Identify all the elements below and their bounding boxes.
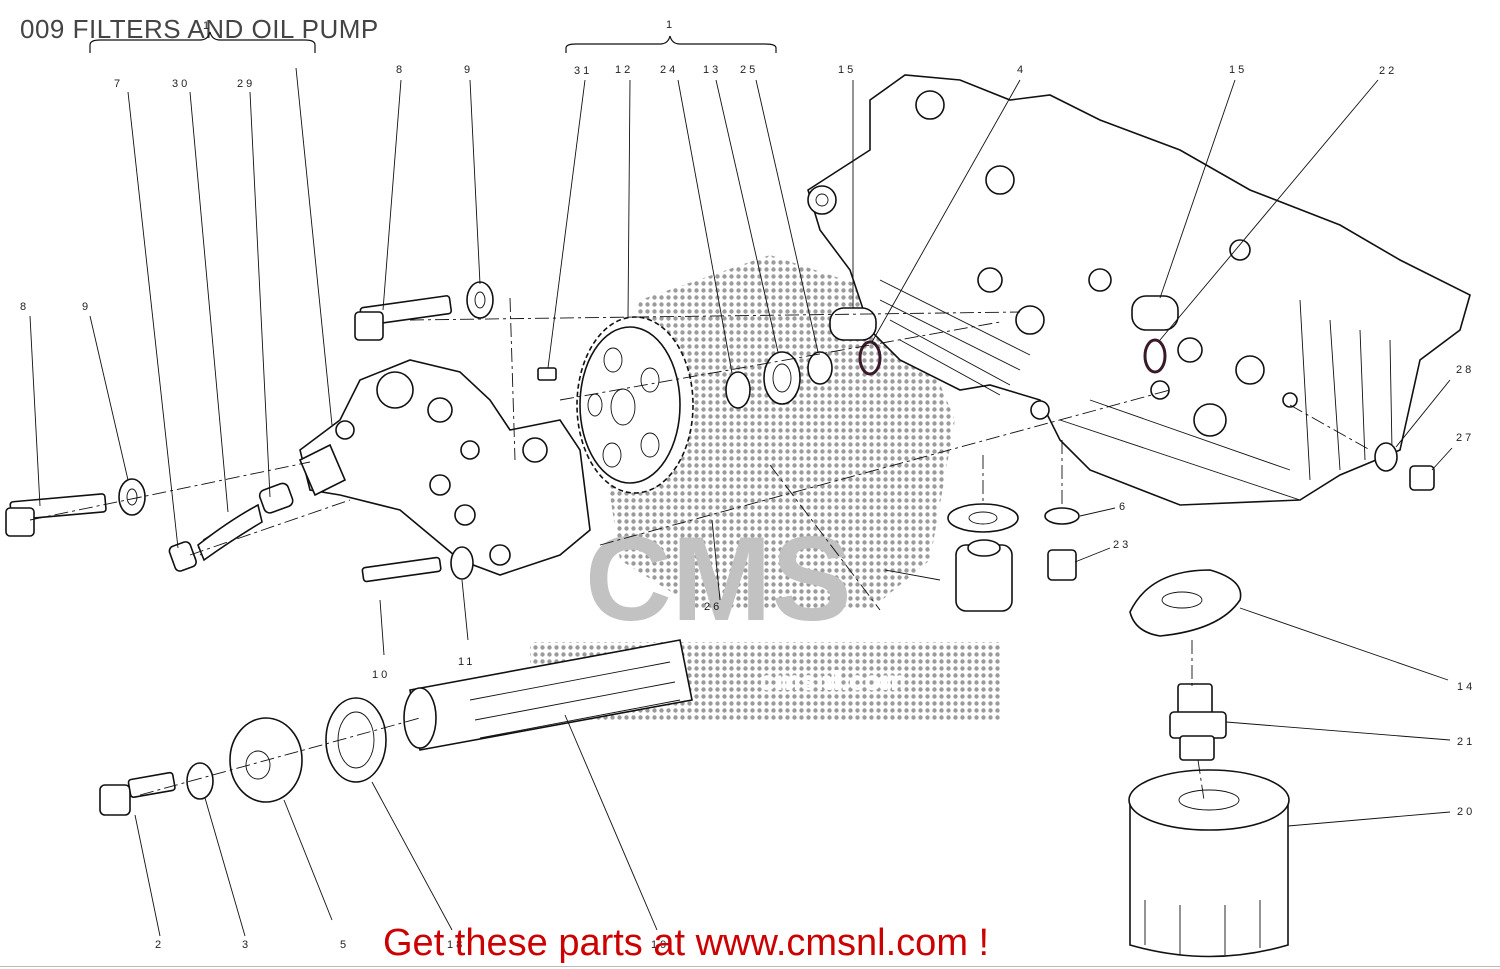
right-side-parts xyxy=(947,442,1435,958)
page-title: 009 FILTERS AND OIL PUMP xyxy=(20,14,379,44)
callout-31: 31 xyxy=(574,65,592,77)
fasteners xyxy=(5,281,494,583)
oil-pump-body xyxy=(298,359,591,576)
callout-9a: 9 xyxy=(464,64,473,76)
callout-25: 25 xyxy=(740,64,758,76)
callout-2: 2 xyxy=(155,939,164,951)
group-brackets xyxy=(89,31,777,53)
callout-9b: 9 xyxy=(82,301,91,313)
alignment-axes xyxy=(29,297,1371,801)
callout-18: 18 xyxy=(447,939,465,951)
gear-hardware xyxy=(537,295,1179,409)
watermark-subtext: cmsnl.com xyxy=(760,665,906,696)
callout-22: 22 xyxy=(1379,65,1397,77)
callout-14: 14 xyxy=(1457,681,1475,693)
callout-21: 21 xyxy=(1457,736,1475,748)
callout-5: 5 xyxy=(340,939,349,951)
callout-labels: 1 1 7 30 29 8 9 31 12 24 13 25 15 4 15 2… xyxy=(20,19,1475,951)
callout-8a: 8 xyxy=(396,64,405,76)
callout-8b: 8 xyxy=(20,301,29,313)
callout-10: 10 xyxy=(372,669,390,681)
callout-24: 24 xyxy=(660,64,678,76)
callout-1b: 1 xyxy=(666,19,675,31)
bottom-divider xyxy=(0,966,1500,967)
callout-15b: 15 xyxy=(1229,64,1247,76)
oil-pump-gear xyxy=(576,316,694,494)
callout-15a: 15 xyxy=(838,64,856,76)
callout-13: 13 xyxy=(703,64,721,76)
callout-6: 6 xyxy=(1119,501,1128,513)
filter-parts xyxy=(99,639,693,816)
crankcase xyxy=(807,74,1471,506)
callout-19: 19 xyxy=(651,939,669,951)
callout-29: 29 xyxy=(237,78,255,90)
bracket-right xyxy=(565,35,777,53)
callout-3: 3 xyxy=(242,939,251,951)
callout-28: 28 xyxy=(1456,364,1474,376)
promo-link[interactable]: Get these parts at www.cmsnl.com ! xyxy=(383,922,990,964)
bracket-left xyxy=(89,31,316,53)
leader-lines xyxy=(29,67,1453,937)
callout-27: 27 xyxy=(1456,432,1474,444)
callout-1a: 1 xyxy=(203,20,212,32)
callout-4: 4 xyxy=(1017,64,1026,76)
callout-20: 20 xyxy=(1457,806,1475,818)
callout-30: 30 xyxy=(172,78,190,90)
callout-11: 11 xyxy=(458,656,475,668)
callout-23: 23 xyxy=(1113,539,1131,551)
callout-7: 7 xyxy=(114,78,123,90)
callout-26: 26 xyxy=(704,601,722,613)
callout-12: 12 xyxy=(615,64,633,76)
